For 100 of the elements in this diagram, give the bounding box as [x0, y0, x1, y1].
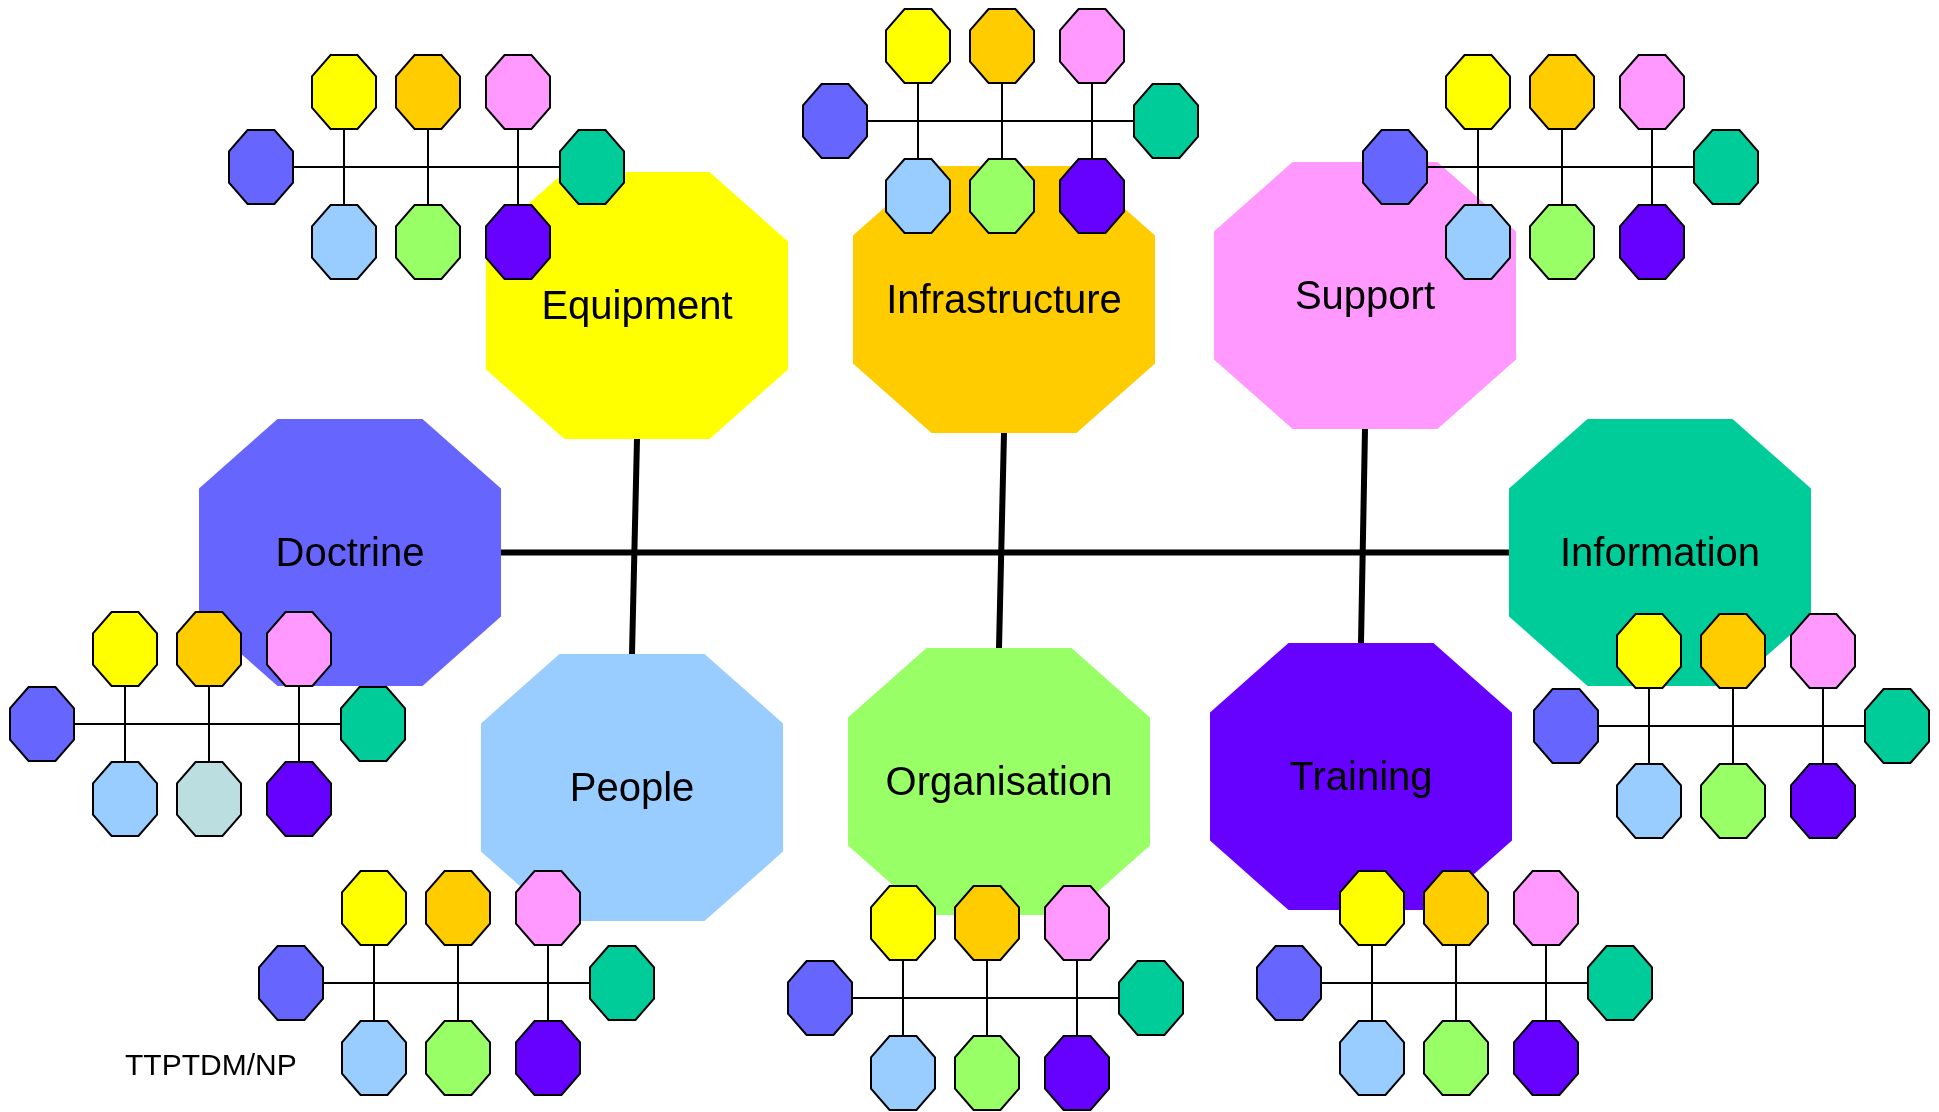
octagon-node [1701, 764, 1765, 838]
octagon-node [803, 84, 867, 158]
octagon-node [848, 648, 1150, 915]
octagon-node [788, 961, 852, 1035]
connector-line [1477, 128, 1479, 206]
connector-line [1597, 725, 1866, 727]
octagon-node [341, 687, 405, 761]
connector-line [1426, 166, 1695, 168]
connector-line [1358, 428, 1368, 644]
octagon-node [342, 1021, 406, 1095]
connector-line [1545, 944, 1547, 1022]
octagon-node [1514, 1021, 1578, 1095]
octagon-node [955, 1036, 1019, 1110]
connector-line [427, 128, 429, 206]
octagon-node [1617, 764, 1681, 838]
octagon-node [1424, 871, 1488, 945]
octagon-node [1257, 946, 1321, 1020]
connector-line [1320, 982, 1589, 984]
octagon-node [10, 687, 74, 761]
node-label: Equipment [541, 283, 733, 328]
octagon-node [871, 1036, 935, 1110]
octagon-node [1340, 1021, 1404, 1095]
octagon-node [590, 946, 654, 1020]
octagon-node [229, 130, 293, 204]
octagon-node [177, 612, 241, 686]
connector-line [1561, 128, 1563, 206]
octagon-node [970, 9, 1034, 83]
octagon-node [886, 9, 950, 83]
octagon-node [426, 1021, 490, 1095]
connector-line [917, 82, 919, 160]
connector-line [902, 959, 904, 1037]
octagon-node [1060, 159, 1124, 233]
octagon-node [1424, 1021, 1488, 1095]
octagon-node [93, 612, 157, 686]
node-label: Doctrine [275, 530, 425, 575]
connector-line [1371, 944, 1373, 1022]
octagon-node [396, 205, 460, 279]
octagon-node [1588, 946, 1652, 1020]
octagon-node [1791, 614, 1855, 688]
octagon-node [955, 886, 1019, 960]
octagon-node [1620, 205, 1684, 279]
octagon-node [1694, 130, 1758, 204]
octagon-node [312, 205, 376, 279]
octagon-node [560, 130, 624, 204]
octagon-node [970, 159, 1034, 233]
octagon-node [1446, 55, 1510, 129]
node-label: Training [1289, 754, 1433, 799]
connector-line [1732, 687, 1734, 765]
octagon-node [486, 55, 550, 129]
node-label: Infrastructure [886, 277, 1122, 322]
connector-line [208, 685, 210, 763]
connector-line [547, 944, 549, 1022]
octagon-node [267, 762, 331, 836]
octagon-node [342, 871, 406, 945]
octagon-node [886, 159, 950, 233]
connector-line [322, 982, 591, 984]
node-label: Information [1559, 530, 1761, 575]
connector-line [292, 166, 561, 168]
octagon-node [1514, 871, 1578, 945]
connector-line [517, 128, 519, 206]
connector-line [851, 997, 1120, 999]
octagon-node [396, 55, 460, 129]
octagon-node [871, 886, 935, 960]
octagon-node [1534, 689, 1598, 763]
connector-line [1091, 82, 1093, 160]
octagon-node [1340, 871, 1404, 945]
node-label: People [569, 765, 695, 810]
connector-line [1076, 959, 1078, 1037]
octagon-node [93, 762, 157, 836]
connector-line [866, 120, 1135, 122]
octagon-node [1363, 130, 1427, 204]
connector-line [343, 128, 345, 206]
connector-line [986, 959, 988, 1037]
octagon-node [1119, 961, 1183, 1035]
octagon-node [1045, 1036, 1109, 1110]
connector-line [1455, 944, 1457, 1022]
octagon-node [177, 762, 241, 836]
connector-line [996, 432, 1007, 649]
octagon-node [259, 946, 323, 1020]
octagon-node [312, 55, 376, 129]
connector-line [1822, 687, 1824, 765]
octagon-node [1865, 689, 1929, 763]
connector-line [629, 438, 640, 655]
connector-line [1001, 82, 1003, 160]
connector-line [501, 549, 1509, 556]
connector-line [457, 944, 459, 1022]
octagon-node [1620, 55, 1684, 129]
node-label: Organisation [885, 759, 1113, 804]
connector-line [298, 685, 300, 763]
connector-line [1648, 687, 1650, 765]
octagon-node [486, 172, 788, 439]
octagon-node [199, 419, 501, 686]
connector-line [1651, 128, 1653, 206]
octagon-node [516, 871, 580, 945]
octagon-node [516, 1021, 580, 1095]
octagon-node [1210, 643, 1512, 910]
octagon-node [481, 654, 783, 921]
octagon-node [1134, 84, 1198, 158]
connector-line [124, 685, 126, 763]
octagon-node [1530, 205, 1594, 279]
